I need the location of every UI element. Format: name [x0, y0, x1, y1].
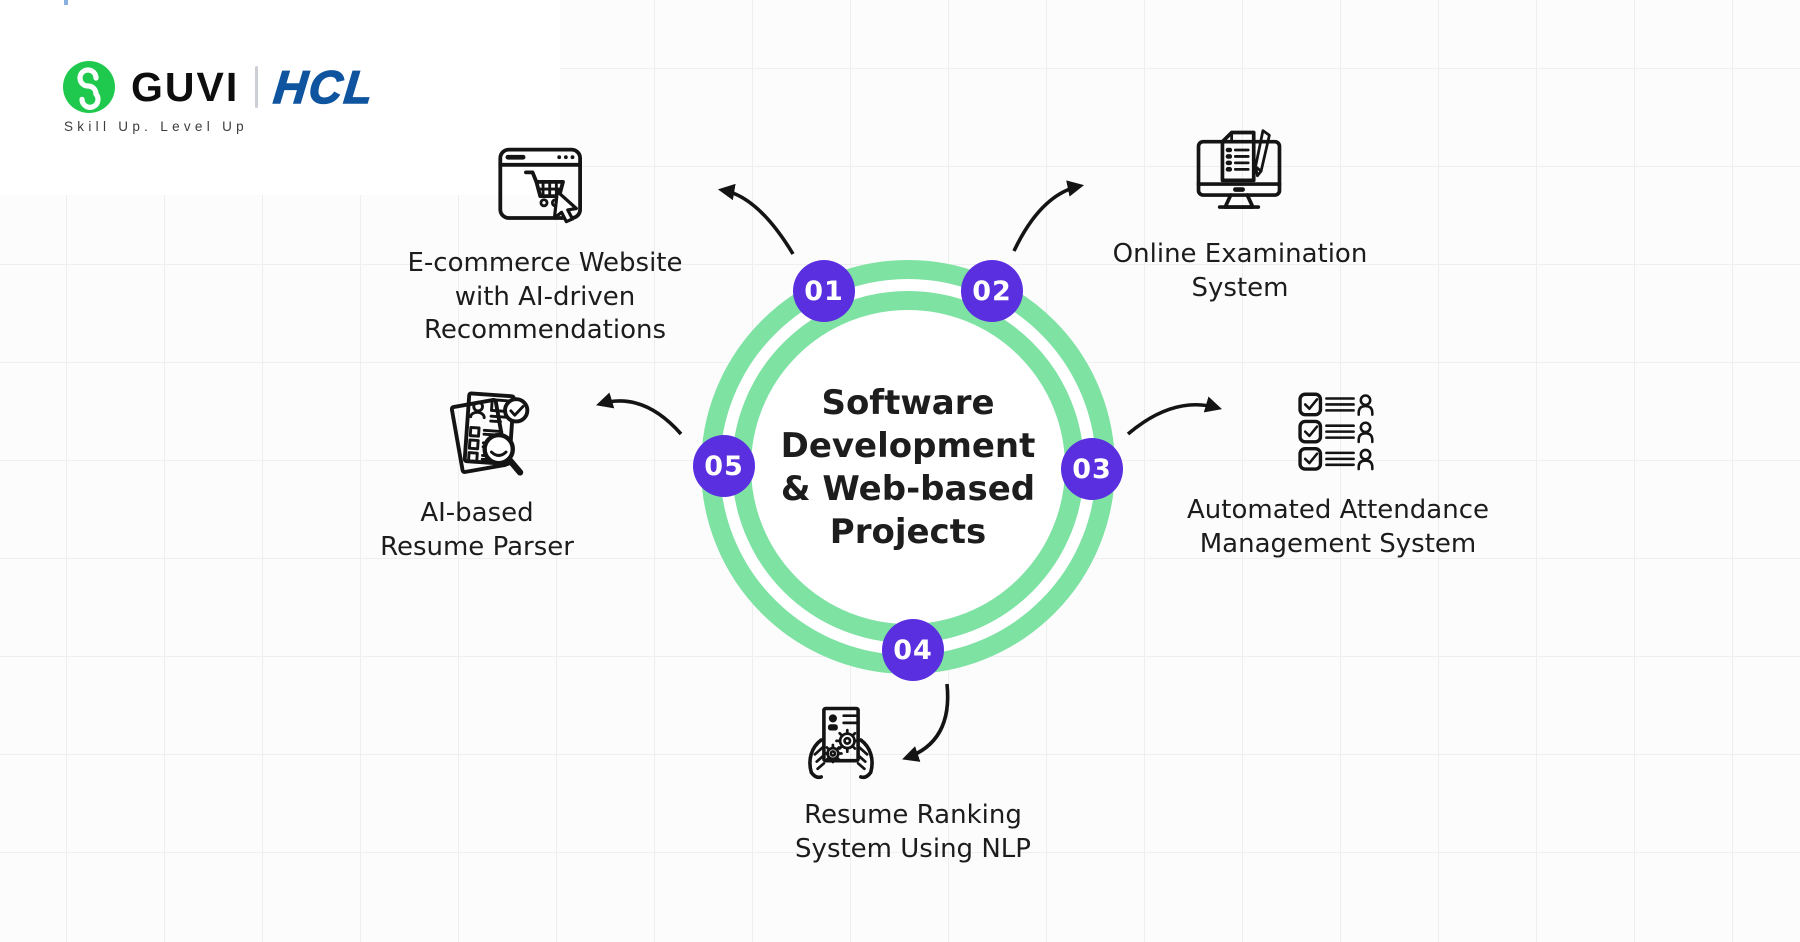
center-title-line: Projects — [829, 512, 987, 552]
browser-shopping-cart-icon — [498, 147, 582, 224]
label-line: Management System — [1199, 528, 1477, 559]
arrow-to-online-exam — [1012, 180, 1085, 252]
brand-tagline: Skill Up. Level Up — [64, 119, 248, 134]
label-online-exam: Online Examination System — [1078, 238, 1402, 305]
label-line: Resume Parser — [380, 531, 574, 562]
guvi-logo-mark — [63, 61, 115, 113]
center-title-line: Development — [780, 426, 1036, 466]
label-line: Resume Ranking — [804, 800, 1022, 830]
arrow-to-resume-parser — [596, 392, 683, 436]
badge-02: 02 — [961, 260, 1023, 322]
arrow-to-resume-ranking — [902, 683, 950, 762]
arrow-to-ecommerce — [717, 183, 795, 255]
label-resume-ranking: Resume Ranking System Using NLP — [751, 799, 1075, 866]
exam-monitor-icon — [1196, 129, 1282, 209]
badge-05: 05 — [693, 435, 755, 497]
label-line: System — [1191, 272, 1289, 303]
guvi-wordmark: GUVI — [131, 63, 240, 110]
attendance-checklist-icon — [1298, 392, 1374, 471]
label-line: AI-based — [420, 498, 534, 528]
label-attendance: Automated Attendance Management System — [1146, 494, 1530, 561]
badge-03: 03 — [1061, 438, 1123, 500]
badge-01: 01 — [793, 260, 855, 322]
top-edge-tick — [64, 0, 68, 5]
arrow-to-attendance — [1126, 396, 1222, 436]
logo-divider — [255, 66, 259, 108]
center-title-line: & Web-based — [780, 469, 1036, 509]
label-line: System Using NLP — [795, 833, 1031, 864]
resume-gears-hands-icon — [808, 706, 874, 780]
label-ecommerce: E-commerce Website with AI-driven Recomm… — [370, 247, 720, 348]
guvi-g-icon — [77, 67, 101, 110]
label-line: with AI-driven — [454, 281, 636, 312]
badge-04: 04 — [882, 619, 944, 681]
center-title-line: Software — [821, 383, 995, 423]
label-resume-parser: AI-based Resume Parser — [345, 497, 609, 564]
label-line: Recommendations — [423, 315, 666, 345]
center-title: Software Development & Web-based Project… — [733, 382, 1083, 554]
label-line: E-commerce Website — [407, 248, 683, 278]
label-line: Online Examination — [1112, 239, 1368, 269]
label-line: Automated Attendance — [1187, 495, 1489, 525]
brand-logo-block: GUVI HCL — [63, 60, 378, 114]
hcl-wordmark: HCL — [271, 60, 378, 113]
resume-magnifier-icon — [449, 391, 530, 476]
